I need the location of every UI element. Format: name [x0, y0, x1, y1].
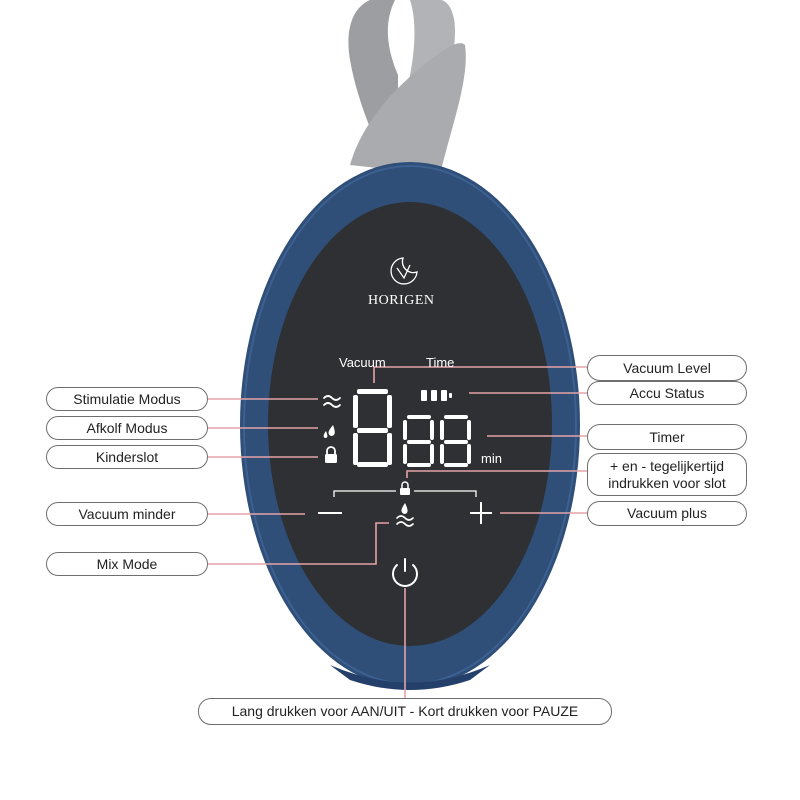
- plus-button[interactable]: [470, 502, 492, 524]
- label-kinderslot: Kinderslot: [46, 445, 208, 469]
- lock-combo-bracket: [333, 490, 477, 497]
- label-vacuum-plus: Vacuum plus: [587, 501, 747, 526]
- label-vacuum-level: Vacuum Level: [587, 355, 747, 381]
- minus-button[interactable]: [318, 512, 342, 514]
- time-caption: Time: [426, 355, 455, 370]
- label-lock-combo: + en - tegelijkertijd indrukken voor slo…: [587, 453, 747, 496]
- timer-digit-2: [440, 415, 471, 467]
- min-unit: min: [481, 451, 502, 466]
- leader-lines: [208, 366, 587, 698]
- power-button[interactable]: [392, 558, 418, 587]
- timer-digit-1: [403, 415, 434, 467]
- mix-mode-icon: [396, 503, 414, 527]
- battery-icon: [421, 390, 452, 401]
- drop-icon: [323, 425, 335, 438]
- label-mix-mode: Mix Mode: [46, 552, 208, 576]
- moon-icon: [390, 257, 418, 285]
- wave-icon: [323, 395, 341, 408]
- label-stimulatie-modus: Stimulatie Modus: [46, 387, 208, 411]
- label-accu-status: Accu Status: [587, 381, 747, 405]
- label-vacuum-minder: Vacuum minder: [46, 502, 208, 526]
- brand-name: HORIGEN: [368, 293, 435, 308]
- lock-icon: [325, 446, 337, 463]
- label-timer: Timer: [587, 424, 747, 450]
- label-power: Lang drukken voor AAN/UIT - Kort drukken…: [198, 698, 612, 725]
- vacuum-caption: Vacuum: [339, 355, 386, 370]
- vacuum-digit: [353, 389, 392, 467]
- label-lock-combo-line2: indrukken voor slot: [608, 474, 726, 491]
- label-lock-combo-line1: + en - tegelijkertijd: [609, 457, 724, 474]
- screen: [268, 202, 552, 646]
- label-afkolf-modus: Afkolf Modus: [46, 416, 208, 440]
- strap: [348, 0, 466, 190]
- small-lock-icon: [400, 481, 410, 495]
